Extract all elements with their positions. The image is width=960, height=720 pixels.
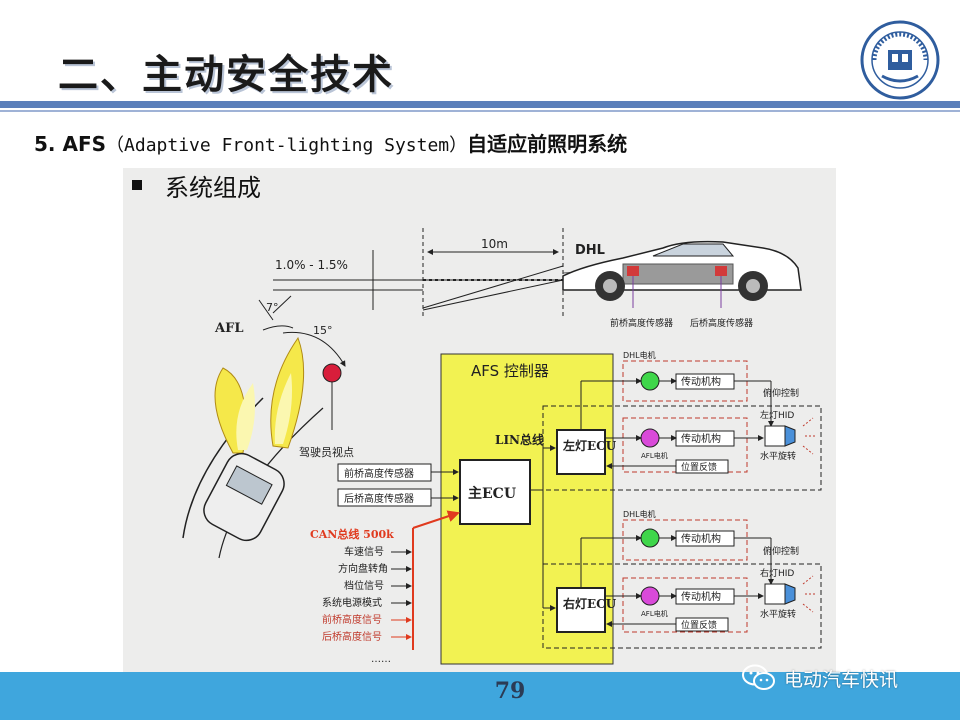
left-hid-label: 左灯HID [760,409,794,421]
section-heading: 系统组成 [165,174,261,202]
distance-label: 10m [481,237,508,251]
right-afl-motor-icon [640,586,660,606]
watermark-text: 电动汽车快讯 [784,668,899,691]
footer-bar [0,672,960,720]
right-hid-label: 右灯HID [760,567,794,579]
angle-large-label: 15° [313,324,333,337]
left-hid-lamp-icon [764,425,786,447]
pitch-range-label: 1.0% - 1.5% [275,258,348,272]
can-signal-list: 车速信号 方向盘转角 档位信号 系统电源模式 前桥高度信号 后桥高度信号 …… [322,545,391,665]
lin-bus-label: LIN总线 [495,432,544,447]
main-ecu-label: 主ECU [468,485,516,502]
right-lamp-ecu-box [556,587,606,633]
wechat-icon [742,664,775,690]
signal-rear-height: 后桥高度信号 [322,630,382,643]
signal-more: …… [371,654,391,665]
right-lamp-ecu-label: 右灯ECU [562,596,617,611]
subtitle-number: 5. AFS [34,132,107,156]
left-dhl-motor-label: DHL电机 [623,350,656,360]
right-feedback-label: 位置反馈 [681,619,717,631]
left-lamp-group [542,405,822,491]
angle-small-label: 7° [266,301,279,314]
page-number: 79 [494,678,526,704]
afs-controller-title: AFS 控制器 [471,362,549,380]
right-swivel-label: 水平旋转 [760,608,796,620]
rear-axle-sensor-label: 后桥高度传感器 [690,317,753,329]
left-pitch-control-label: 俯仰控制 [763,387,799,399]
dhl-label: DHL [575,243,605,258]
rear-sensor-box-label: 后桥高度传感器 [344,492,414,505]
right-afl-motor-label: AFL电机 [641,609,668,618]
car-side-view [562,240,802,308]
right-hid-lamp-icon [764,583,786,605]
left-lamp-ecu-label: 左灯ECU [562,438,617,453]
front-axle-sensor-label: 前桥高度传感器 [610,317,673,329]
bullet-square-icon [132,180,142,190]
section-subtitle: 5. AFS（Adaptive Front-lighting System）自适… [34,128,627,157]
afl-beam-diagram [182,295,346,559]
right-dhl-motor-label: DHL电机 [623,509,656,519]
left-afl-actuator-label: 传动机构 [681,432,721,445]
right-dhl-motor-icon [640,528,660,548]
left-dhl-actuator-label: 传动机构 [681,375,721,388]
subtitle-chinese: 自适应前照明系统 [467,132,628,156]
left-afl-motor-icon [640,428,660,448]
signal-front-height: 前桥高度信号 [322,613,382,626]
watermark: 电动汽车快讯 [742,664,898,692]
subtitle-english: （Adaptive Front-lighting System） [106,135,468,156]
right-dhl-module [622,519,748,561]
can-bus-label: CAN总线 500k [310,527,394,541]
university-seal-logo [860,20,940,100]
signal-gear-position: 档位信号 [344,579,384,592]
right-dhl-actuator-label: 传动机构 [681,532,721,545]
signal-steering-angle: 方向盘转角 [338,562,388,575]
front-sensor-box-label: 前桥高度传感器 [344,467,414,480]
signal-power-mode: 系统电源模式 [322,596,382,609]
right-afl-module [622,577,748,633]
afs-system-diagram: 系统组成 1.0% - 1.5% 10m DHL 前桥高度传感器 后桥高度传感器 [132,174,822,665]
right-lamp-group [542,563,822,649]
afl-label: AFL [214,321,243,336]
right-afl-actuator-label: 传动机构 [681,590,721,603]
driver-view-label: 驾驶员视点 [299,445,354,459]
left-lamp-ecu-box [556,429,606,475]
left-afl-motor-label: AFL电机 [641,451,668,460]
right-pitch-control-label: 俯仰控制 [763,545,799,557]
left-dhl-motor-icon [640,371,660,391]
slide-title: 二、主动安全技术 [58,52,394,98]
left-feedback-label: 位置反馈 [681,461,717,473]
title-rule-thin [0,110,960,112]
left-swivel-label: 水平旋转 [760,450,796,462]
title-rule [0,101,960,108]
signal-vehicle-speed: 车速信号 [344,545,384,558]
main-ecu-box [459,459,531,525]
